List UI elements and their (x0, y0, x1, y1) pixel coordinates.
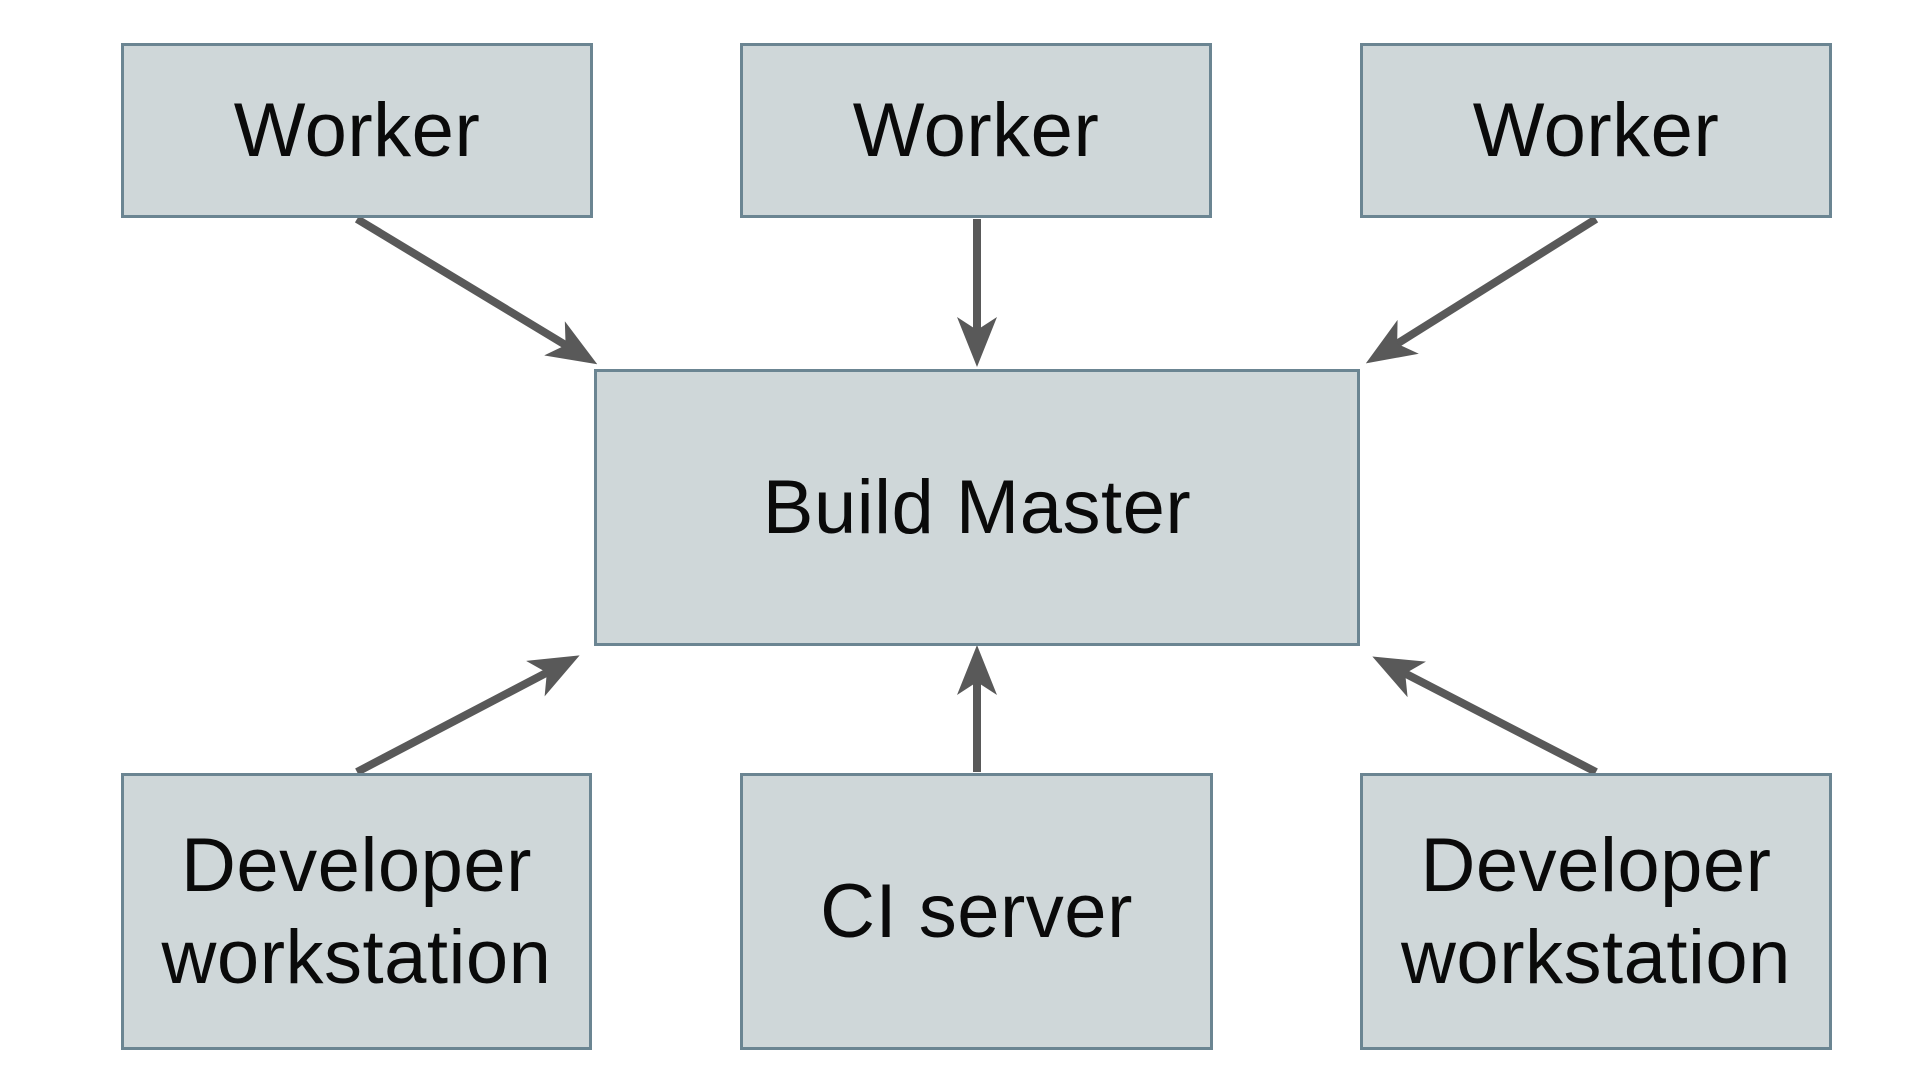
node-label: Worker (233, 87, 481, 173)
node-build-master: Build Master (594, 369, 1360, 646)
node-label: Worker (1472, 87, 1720, 173)
node-label: Build Master (762, 464, 1192, 550)
node-worker-top-center: Worker (740, 43, 1212, 218)
node-worker-top-left: Worker (121, 43, 593, 218)
node-label: Developer workstation (161, 823, 552, 1000)
node-label: Worker (852, 87, 1100, 173)
node-developer-workstation-left: Developer workstation (121, 773, 592, 1050)
node-label: CI server (820, 868, 1133, 954)
node-developer-workstation-right: Developer workstation (1360, 773, 1832, 1050)
node-ci-server: CI server (740, 773, 1213, 1050)
node-label: Developer workstation (1401, 823, 1791, 1000)
edge-dev-left-to-build-master (355, 655, 580, 776)
node-worker-top-right: Worker (1360, 43, 1832, 218)
edge-worker-right-to-build-master (1365, 215, 1599, 364)
edge-worker-left-to-build-master (354, 215, 598, 365)
edge-dev-right-to-build-master (1372, 656, 1598, 776)
